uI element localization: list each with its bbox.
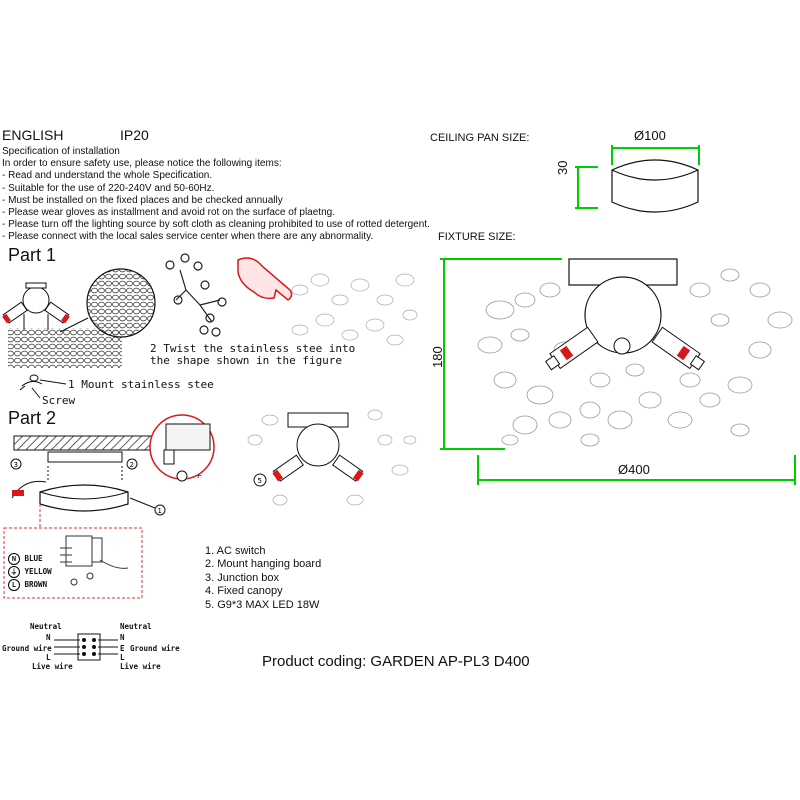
legend-item: 4. Fixed canopy xyxy=(205,585,283,598)
ip-rating: IP20 xyxy=(120,127,149,143)
part1-title: Part 1 xyxy=(8,245,57,265)
spec-line: - Please turn off the lighting source by… xyxy=(2,219,430,231)
part2-title: Part 2 xyxy=(8,408,57,428)
wiring-connectors xyxy=(54,633,118,661)
part1-drawings xyxy=(2,253,418,399)
svg-text:3: 3 xyxy=(14,461,18,469)
legend-item: 1. AC switch xyxy=(205,545,266,557)
pan-diameter: Ø100 xyxy=(634,128,666,143)
legend-item: 2. Mount hanging board xyxy=(205,558,322,571)
svg-text:5: 5 xyxy=(258,477,262,485)
part2-drawings: 3 2 1 5 xyxy=(3,409,417,599)
product-coding: Product coding: GARDEN AP-PL3 D400 xyxy=(262,653,530,670)
wiring-neutral-left: Neutral xyxy=(30,622,62,631)
ceiling-pan-label: CEILING PAN SIZE: xyxy=(430,132,530,144)
step1-instruction: 1 Mount stainless stee xyxy=(68,378,214,391)
fixture-size-label: FIXTURE SIZE: xyxy=(438,231,516,243)
wire-blue: N BLUE xyxy=(8,553,43,565)
fixture-drawing xyxy=(440,258,796,485)
spec-line: - Suitable for the use of 220-240V and 5… xyxy=(2,182,215,194)
spec-line: In order to ensure safety use, please no… xyxy=(2,158,282,170)
wiring-neutral-right: Neutral xyxy=(120,622,152,631)
spec-line: - Must be installed on the fixed places … xyxy=(2,194,283,206)
wire-brown: L BROWN xyxy=(8,579,47,591)
legend-item: 3. Junction box xyxy=(205,571,279,584)
specification-block: Specification of installation In order t… xyxy=(2,146,430,244)
spec-line: - Please wear gloves as installment and … xyxy=(2,207,335,219)
spec-line: - Please connect with the local sales se… xyxy=(2,231,374,243)
spec-title: Specification of installation xyxy=(2,146,120,157)
step2-instruction: 2 Twist the stainless stee into the shap… xyxy=(150,342,356,367)
wiring-e-right: E xyxy=(120,644,125,653)
wiring-live-right: Live wire xyxy=(120,662,161,671)
wiring-n-right: N xyxy=(120,633,125,642)
screw-label: Screw xyxy=(42,394,76,407)
wiring-n-left: N xyxy=(46,633,51,642)
wire-yellow: ⏚ YELLOW xyxy=(8,566,52,578)
wiring-live-left: Live wire xyxy=(32,662,73,671)
legend-item: 5. G9*3 MAX LED 18W xyxy=(205,598,320,611)
spec-line: - Read and understand the whole Specific… xyxy=(2,170,213,182)
wiring-ground-left: Ground wire xyxy=(2,644,52,653)
wiring-l-right: L xyxy=(120,653,125,662)
ceiling-pan-drawing xyxy=(575,145,700,213)
svg-text:2: 2 xyxy=(130,461,134,469)
language-label: ENGLISH xyxy=(2,127,64,143)
svg-text:1: 1 xyxy=(158,507,162,515)
wiring-ground-right: Ground wire xyxy=(130,644,180,653)
wiring-l-left: L xyxy=(46,653,51,662)
fixture-diameter: Ø400 xyxy=(618,462,650,477)
parts-legend: 1. AC switch 2. Mount hanging board 3. J… xyxy=(205,545,321,612)
